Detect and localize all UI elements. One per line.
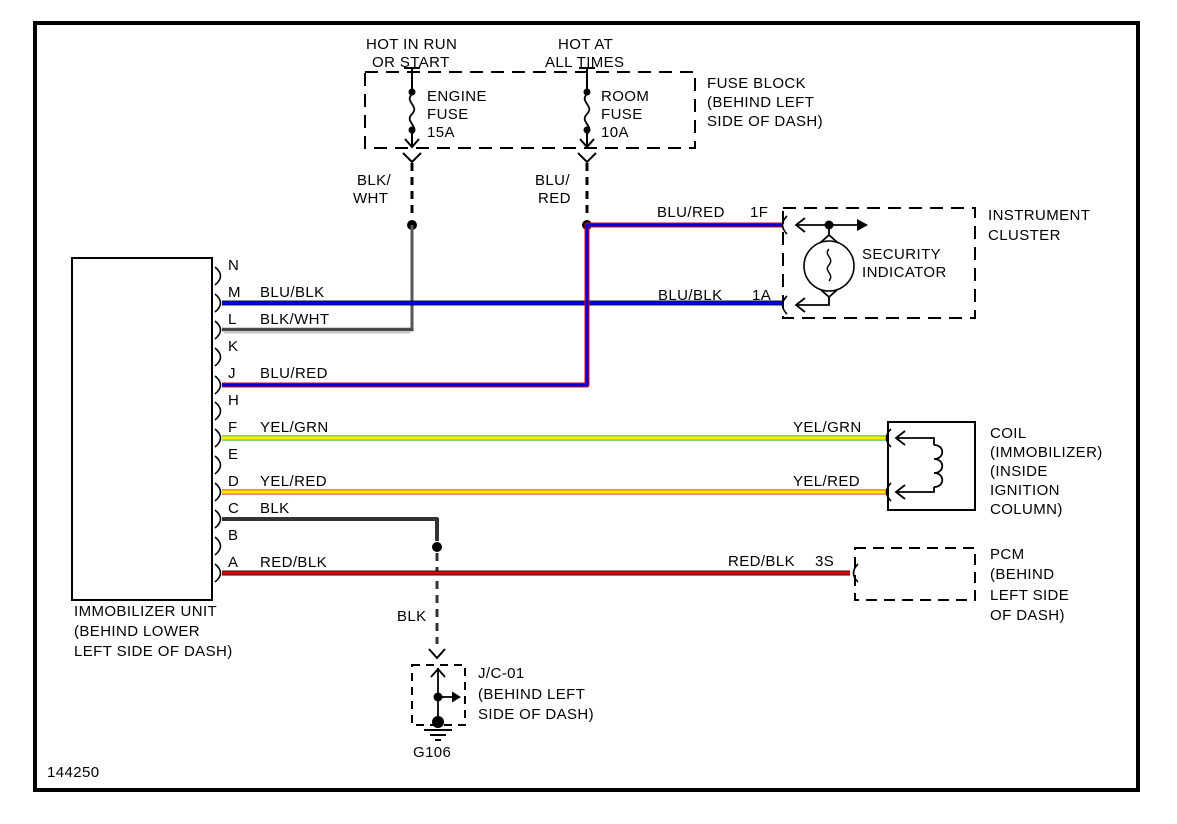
coil-box — [885, 421, 976, 511]
wire-label-pin-m: BLU/BLK — [260, 284, 325, 301]
fuse-block-label: FUSE BLOCK — [707, 75, 807, 92]
room-fuse-label: ROOM — [601, 88, 650, 105]
wire-label-pin-c: BLK — [260, 500, 290, 517]
ground-id-label: G106 — [413, 744, 452, 761]
power-label-run-start: HOT IN RUN — [366, 36, 458, 53]
coil-label: COLUMN) — [990, 501, 1063, 518]
engine-fuse-symbol — [402, 67, 422, 230]
security-indicator-label: INDICATOR — [862, 264, 947, 281]
wire-label-cluster-top: BLU/RED — [657, 204, 725, 221]
wire-label-blk-wht: BLK/ — [357, 172, 392, 189]
coil-symbol — [894, 430, 944, 500]
security-indicator-label: SECURITY — [862, 246, 942, 263]
junction-dot — [432, 542, 442, 552]
power-label-run-start: OR START — [372, 54, 450, 71]
pcm-label: (BEHIND — [990, 566, 1055, 583]
coil-label: (IMMOBILIZER) — [990, 444, 1103, 461]
drawing-number: 144250 — [47, 764, 100, 781]
wire-blu-red — [222, 222, 783, 388]
instrument-cluster-box — [781, 207, 976, 319]
wire-label-coil-top: YEL/GRN — [793, 419, 862, 436]
room-fuse-label: FUSE — [601, 106, 643, 123]
junction-connector-label: SIDE OF DASH) — [478, 706, 595, 723]
wire-label-pin-d: YEL/RED — [260, 473, 327, 490]
coil-label: COIL — [990, 425, 1027, 442]
pin-connector-arcs — [214, 266, 222, 583]
pin-letter-h: H — [228, 392, 240, 409]
wire-label-blu-red: RED — [538, 190, 571, 207]
junction-connector-label: J/C-01 — [478, 665, 525, 682]
wire-blk-wht — [222, 225, 414, 334]
coil-label: IGNITION — [990, 482, 1060, 499]
pin-letter-a: A — [228, 554, 239, 571]
wire-label-pin-l: BLK/WHT — [260, 311, 330, 328]
wire-label-blk-wht: WHT — [353, 190, 389, 207]
pin-letter-c: C — [228, 500, 240, 517]
power-label-all-times: ALL TIMES — [545, 54, 625, 71]
immobilizer-unit-label: IMMOBILIZER UNIT — [74, 603, 218, 620]
immobilizer-unit-label: (BEHIND LOWER — [74, 623, 201, 640]
fuse-block-box — [364, 71, 696, 149]
pin-letter-j: J — [228, 365, 236, 382]
page-border — [33, 21, 1140, 792]
pin-letter-e: E — [228, 446, 239, 463]
pin-label-1f: 1F — [750, 204, 769, 221]
pin-label-1a: 1A — [752, 287, 772, 304]
wire-label-cluster-bottom: BLU/BLK — [658, 287, 723, 304]
wire-label-blu-red: BLU/ — [535, 172, 570, 189]
pin-label-3s: 3S — [815, 553, 835, 570]
pcm-box — [852, 547, 976, 601]
coil-label: (INSIDE — [990, 463, 1048, 480]
pcm-label: OF DASH) — [990, 607, 1065, 624]
pin-letter-n: N — [228, 257, 240, 274]
fuse-block-label: (BEHIND LEFT — [707, 94, 815, 111]
pin-letter-d: D — [228, 473, 240, 490]
pin-letter-m: M — [228, 284, 241, 301]
wire-label-coil-bottom: YEL/RED — [793, 473, 860, 490]
wire-label-pin-f: YEL/GRN — [260, 419, 329, 436]
fuse-block-label: SIDE OF DASH) — [707, 113, 824, 130]
room-fuse-rating: 10A — [601, 124, 629, 141]
power-label-all-times: HOT AT — [558, 36, 614, 53]
junction-connector-symbol — [430, 667, 461, 728]
immobilizer-unit-box — [71, 257, 222, 601]
wire-label-pcm: RED/BLK — [728, 553, 795, 570]
pin-letter-f: F — [228, 419, 238, 436]
wire-label-pin-a: RED/BLK — [260, 554, 327, 571]
wire-label-blk-ground: BLK — [397, 608, 427, 625]
engine-fuse-label: ENGINE — [427, 88, 487, 105]
pin-letter-b: B — [228, 527, 239, 544]
junction-connector-box — [411, 664, 466, 741]
engine-fuse-label: FUSE — [427, 106, 469, 123]
security-indicator-symbol — [794, 217, 868, 313]
pin-letter-k: K — [228, 338, 239, 355]
pcm-label: PCM — [990, 546, 1025, 563]
engine-fuse-rating: 15A — [427, 124, 455, 141]
ground-symbol — [424, 729, 452, 741]
immobilizer-unit-label: LEFT SIDE OF DASH) — [74, 643, 233, 660]
instrument-cluster-label: INSTRUMENT — [988, 207, 1091, 224]
pcm-label: LEFT SIDE — [990, 587, 1070, 604]
wire-label-pin-j: BLU/RED — [260, 365, 328, 382]
instrument-cluster-label: CLUSTER — [988, 227, 1061, 244]
wire-blk-ground — [222, 517, 446, 660]
pin-letter-l: L — [228, 311, 237, 328]
junction-connector-label: (BEHIND LEFT — [478, 686, 586, 703]
